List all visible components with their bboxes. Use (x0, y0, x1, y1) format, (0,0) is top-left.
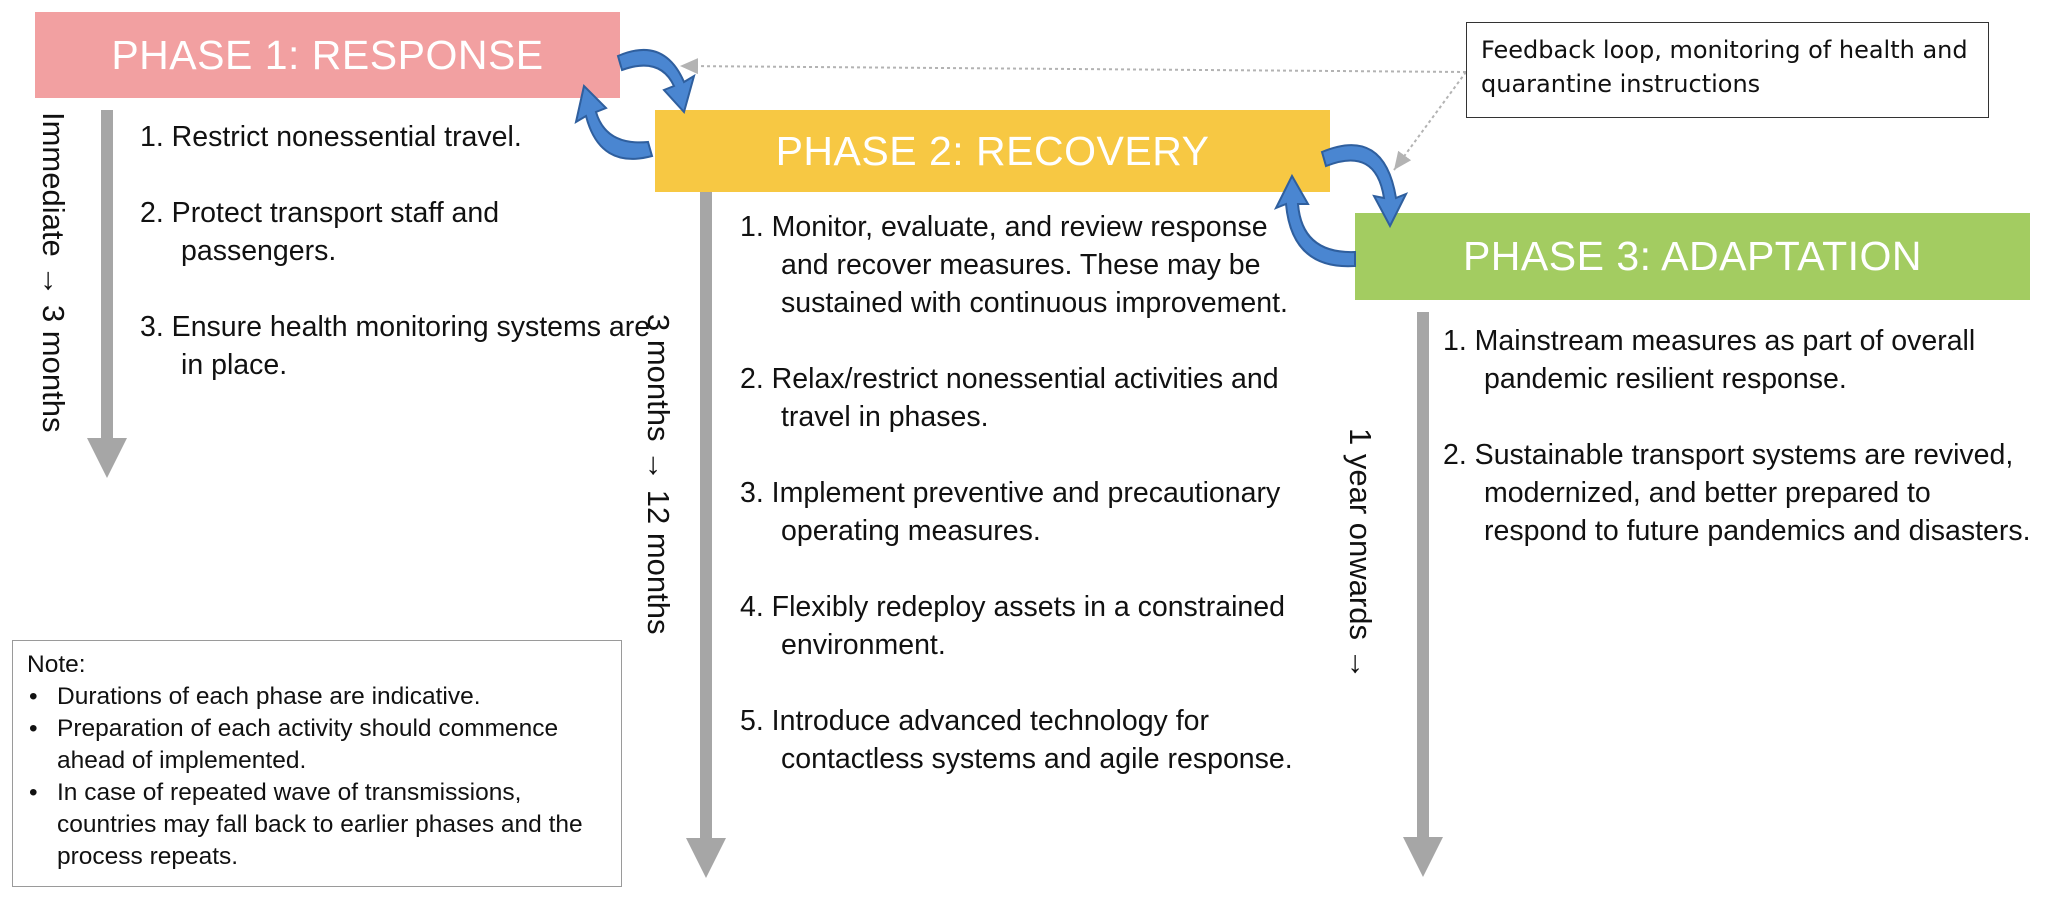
phase-2-action: 4. Flexibly redeploy assets in a constra… (740, 591, 1285, 661)
phase-3-timeline-arrow (1403, 312, 1443, 877)
phase-1-action: 2. Protect transport staff and passenger… (140, 197, 500, 267)
phase-2-timeline-arrow (686, 192, 726, 878)
phase-1-timeline-arrow (87, 110, 127, 478)
phase-2-action: 3. Implement preventive and precautionar… (740, 477, 1281, 547)
phase-3-duration: 1 year onwards → (1343, 428, 1378, 680)
phase-1-title: PHASE 1: RESPONSE (111, 31, 544, 78)
feedback-loop-label: Feedback loop, monitoring of health and … (1481, 36, 1968, 98)
phase-1-actions: 1. Restrict nonessential travel. 2. Prot… (140, 118, 660, 422)
feedback-connector (679, 58, 1467, 171)
cycle-arrows-1-2 (574, 48, 696, 160)
phase-1-duration: Immediate → 3 months (36, 112, 71, 433)
phase-1-action: 1. Restrict nonessential travel. (140, 121, 522, 153)
phase-2-actions: 1. Monitor, evaluate, and review respons… (740, 208, 1300, 816)
phase-3-action: 2. Sustainable transport systems are rev… (1443, 439, 2031, 547)
note-heading: Note: (27, 651, 86, 678)
feedback-loop-callout: Feedback loop, monitoring of health and … (1466, 22, 1989, 118)
phase-2-action: 1. Monitor, evaluate, and review respons… (740, 211, 1288, 319)
phase-2-action: 2. Relax/restrict nonessential activitie… (740, 363, 1279, 433)
phase-3-action: 1. Mainstream measures as part of overal… (1443, 325, 1976, 395)
phase-1-action: 3. Ensure health monitoring systems are … (140, 311, 651, 381)
cycle-arrows-2-3 (1273, 144, 1409, 268)
note-box: Note: Durations of each phase are indica… (12, 640, 622, 887)
phase-3-header: PHASE 3: ADAPTATION (1355, 213, 2030, 300)
note-bullet: Preparation of each activity should comm… (27, 713, 607, 777)
phase-3-title: PHASE 3: ADAPTATION (1462, 233, 1923, 279)
note-bullets: Durations of each phase are indicative. … (27, 681, 607, 873)
phase-2-header: PHASE 2: RECOVERY (655, 110, 1330, 192)
note-bullet: Durations of each phase are indicative. (27, 681, 607, 713)
phase-3-actions: 1. Mainstream measures as part of overal… (1443, 322, 2033, 588)
phase-1-header: PHASE 1: RESPONSE (35, 12, 620, 98)
phase-2-action: 5. Introduce advanced technology for con… (740, 705, 1293, 775)
note-bullet: In case of repeated wave of transmission… (27, 777, 607, 873)
phase-2-title: PHASE 2: RECOVERY (775, 127, 1210, 174)
